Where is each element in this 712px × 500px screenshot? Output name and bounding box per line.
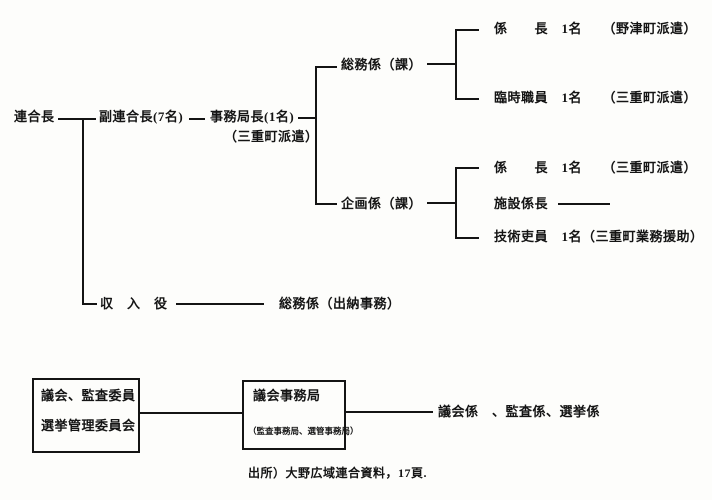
secretariat-chief-label: 事務局長(1名) [210, 109, 295, 124]
connector-line [82, 118, 84, 305]
committees-box: 議会、監査委員 選挙管理委員会 [32, 378, 140, 453]
staff-row-chief-clerk: 係 長 1名 （野津町派遣） [494, 21, 698, 36]
committees-box-line1: 議会、監査委員 [41, 388, 136, 403]
general-affairs-section-label: 総務係（課） [341, 57, 423, 72]
secretariat-chief-note: （三重町派遣） [224, 129, 319, 144]
bracket-line [455, 98, 479, 100]
bracket-line [315, 66, 337, 68]
bracket-line [315, 66, 317, 205]
treasurer-label: 収 入 役 [100, 296, 168, 311]
connector-line [427, 202, 455, 204]
treasurer-dest-label: 総務係（出納事務） [279, 296, 401, 311]
bracket-line [455, 237, 479, 239]
bracket-line [455, 167, 457, 239]
planning-section-label: 企画係（課） [341, 196, 423, 211]
assembly-secretariat-sub: （監査事務局、選管事務局） [248, 426, 359, 436]
bracket-line [455, 167, 479, 169]
connector-line [58, 118, 96, 120]
staff-row-technical-staff: 技術吏員 1名（三重町業務援助） [494, 229, 704, 244]
bracket-line [455, 29, 479, 31]
staff-row-facilities-chief: 施設係長 [494, 196, 549, 211]
connector-line [176, 303, 264, 305]
deputy-chief-label: 副連合長(7名) [99, 109, 184, 124]
union-chief-label: 連合長 [14, 109, 55, 124]
connector-line [189, 118, 205, 120]
staff-row-temp-staff: 臨時職員 1名 （三重町派遣） [494, 90, 698, 105]
bracket-line [315, 203, 337, 205]
connector-line [138, 412, 242, 414]
source-caption: 出所）大野広域連合資料，17頁. [248, 466, 428, 480]
connector-line [427, 63, 455, 65]
assembly-sections-label: 議会係 、監査係、選挙係 [438, 404, 601, 419]
bracket-line [455, 29, 457, 100]
vacant-dash-line [558, 203, 610, 205]
connector-line [344, 411, 433, 413]
committees-box-line2: 選挙管理委員会 [41, 418, 136, 433]
assembly-secretariat-box: 議会事務局 （監査事務局、選管事務局） [242, 380, 359, 450]
connector-line [298, 117, 315, 119]
assembly-secretariat-title: 議会事務局 [253, 388, 321, 403]
connector-line [82, 303, 97, 305]
staff-row-planning-chief: 係 長 1名 （三重町派遣） [494, 160, 698, 175]
